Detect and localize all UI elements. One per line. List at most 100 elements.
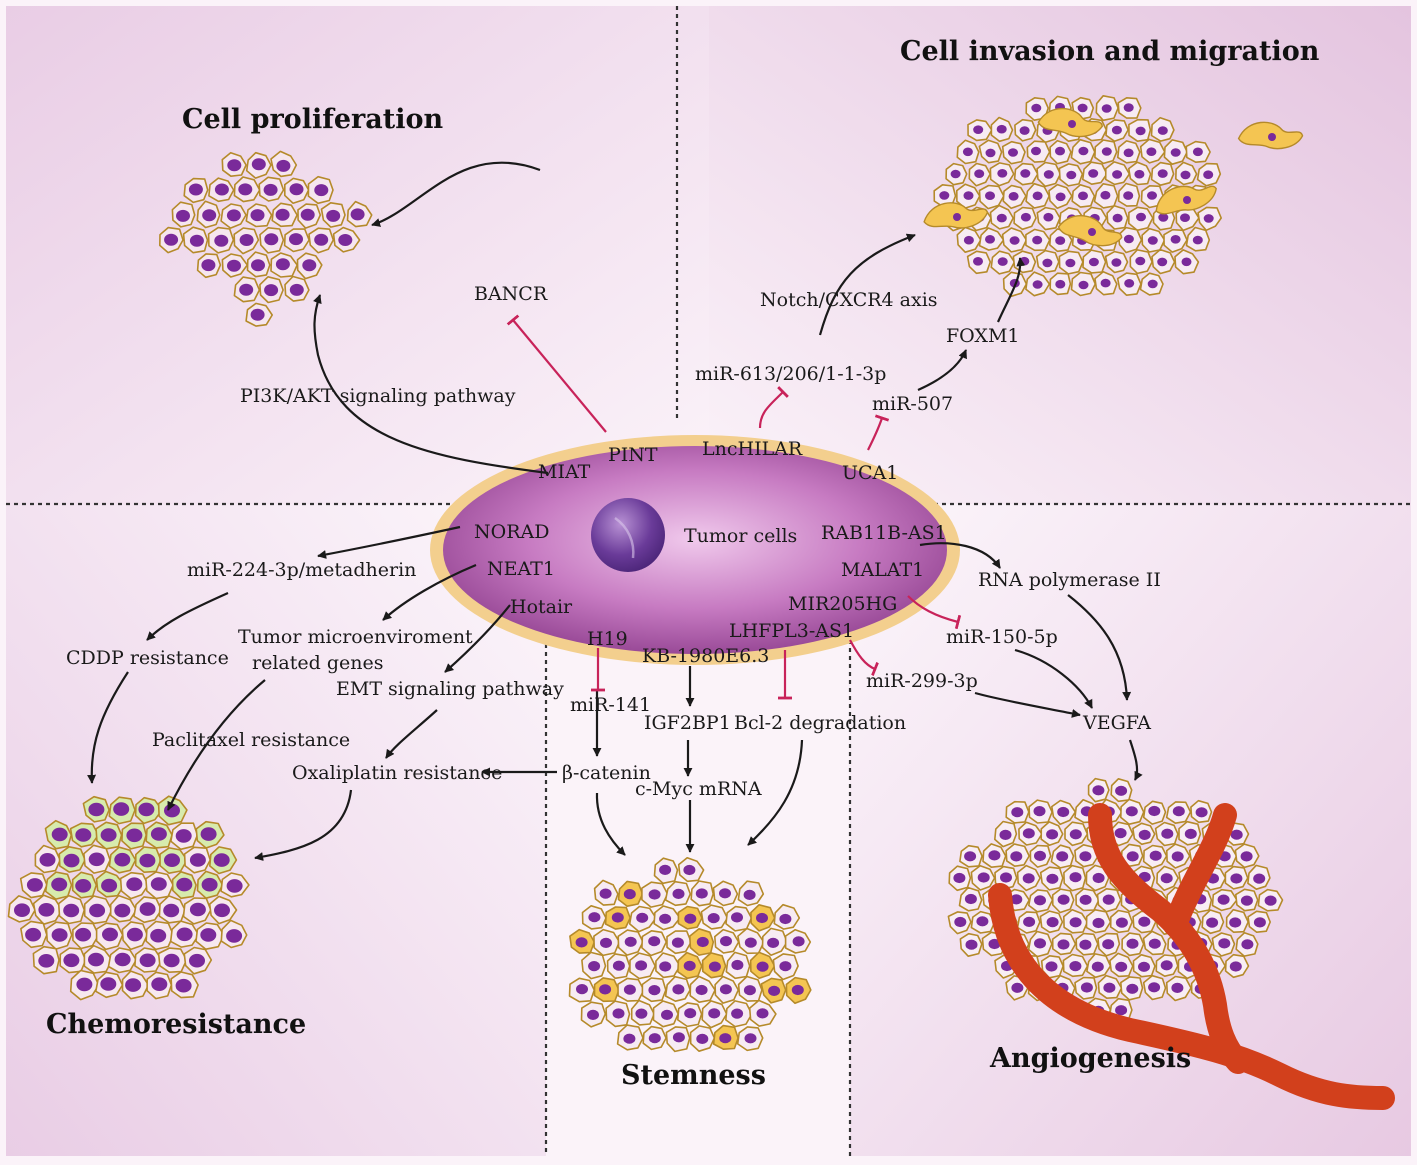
cell-nucleus <box>756 961 769 972</box>
cell-nucleus <box>201 877 218 892</box>
cell-nucleus <box>792 936 805 947</box>
cell-nucleus <box>51 877 68 892</box>
cell-nucleus <box>189 234 204 247</box>
cell-nucleus <box>1022 873 1035 884</box>
cell-nucleus <box>744 937 757 948</box>
cell-nucleus <box>314 184 329 197</box>
cell-nucleus <box>75 879 92 893</box>
cell-nucleus <box>275 258 290 271</box>
inhibition-lines <box>506 314 962 700</box>
cell-nucleus <box>1046 917 1059 928</box>
cell-nucleus <box>954 916 967 928</box>
lncrna-pint: PINT <box>608 444 658 466</box>
cell-nucleus <box>214 234 229 247</box>
cell-nucleus <box>1055 146 1065 156</box>
cell-nucleus <box>1032 280 1043 289</box>
cell-nucleus <box>1147 236 1158 245</box>
label-mir141: miR-141 <box>570 694 651 716</box>
cell-nucleus <box>671 937 684 948</box>
cell-nucleus <box>200 827 217 841</box>
cell-nucleus <box>1043 170 1054 179</box>
cell-nucleus <box>1100 278 1111 288</box>
cell-nucleus <box>139 953 156 968</box>
cell-nucleus <box>611 912 624 923</box>
lncrna-norad: NORAD <box>474 521 549 543</box>
cell-nucleus <box>1057 894 1070 905</box>
lncrna-miat: MIAT <box>538 461 591 483</box>
cell-nucleus <box>659 864 672 876</box>
cell-nucleus <box>1123 103 1134 112</box>
cell-nucleus <box>138 802 155 817</box>
activation-arrows <box>87 161 1143 862</box>
cell-nucleus <box>1123 148 1134 158</box>
cell-nucleus <box>1195 807 1208 818</box>
label-emt: EMT signaling pathway <box>336 678 564 700</box>
cell-nucleus <box>51 928 68 942</box>
cell-nucleus <box>624 936 637 947</box>
cell-nucleus <box>719 888 731 899</box>
cell-nucleus <box>708 961 721 972</box>
cell-nucleus <box>696 1033 709 1044</box>
cell-nucleus <box>1069 917 1082 928</box>
cell-nucleus <box>939 191 950 200</box>
cell-nucleus <box>988 850 1001 861</box>
cell-nucleus <box>51 827 68 842</box>
cell-nucleus <box>684 913 697 924</box>
cell-nucleus <box>743 985 756 996</box>
cell-nucleus <box>1069 961 1082 972</box>
cell-nucleus <box>719 984 732 995</box>
cell-nucleus <box>648 1033 661 1044</box>
cell-nucleus <box>1180 170 1191 180</box>
cell-nucleus <box>1124 279 1135 288</box>
proliferation-cell-cluster <box>159 150 373 327</box>
cell-nucleus <box>1115 917 1128 928</box>
cell-nucleus <box>1217 894 1230 905</box>
cell-nucleus <box>696 936 709 948</box>
cell-nucleus <box>1230 829 1243 840</box>
cell-nucleus <box>672 1032 685 1043</box>
cell-nucleus <box>188 183 203 196</box>
cell-nucleus <box>1034 850 1046 862</box>
cell-nucleus <box>1069 829 1082 840</box>
cell-nucleus <box>1138 961 1150 972</box>
cell-nucleus <box>239 234 254 246</box>
cell-nucleus <box>1158 213 1169 222</box>
title-chemoresistance: Chemoresistance <box>46 1009 306 1040</box>
cell-nucleus <box>756 1008 769 1019</box>
stemness-cell-cluster <box>568 857 812 1053</box>
cell-nucleus <box>683 864 696 876</box>
cell-nucleus <box>1057 939 1070 950</box>
cell-nucleus <box>1160 960 1173 971</box>
migrating-cells <box>923 107 1304 247</box>
cell-nucleus <box>1180 213 1190 222</box>
cell-nucleus <box>985 191 995 200</box>
cell-nucleus <box>623 1033 636 1044</box>
cell-nucleus <box>1034 895 1046 906</box>
title-angiogenesis: Angiogenesis <box>989 1043 1191 1074</box>
cell-nucleus <box>75 927 92 942</box>
cell-nucleus <box>151 977 168 991</box>
cell-nucleus <box>139 853 156 868</box>
cell-nucleus <box>176 209 190 222</box>
cell-nucleus <box>648 889 661 900</box>
cell-nucleus <box>1077 103 1088 113</box>
cell-nucleus <box>1264 895 1277 906</box>
cell-nucleus <box>648 985 661 996</box>
cell-nucleus <box>189 902 206 917</box>
cell-nucleus <box>1170 148 1181 157</box>
cell-nucleus <box>226 879 243 893</box>
title-cell-invasion: Cell invasion and migration <box>900 36 1320 67</box>
label-foxm1: FOXM1 <box>946 325 1020 347</box>
cell-nucleus <box>1115 961 1128 972</box>
cell-nucleus <box>100 977 117 991</box>
cell-nucleus <box>1103 982 1116 993</box>
cell-nucleus <box>25 927 42 942</box>
cell-nucleus <box>1008 148 1018 157</box>
cell-nucleus <box>1147 279 1158 289</box>
cell-nucleus <box>731 959 744 971</box>
cell-nucleus <box>648 936 661 947</box>
cell-nucleus <box>720 936 732 947</box>
cell-nucleus <box>996 124 1007 134</box>
cell-nucleus <box>101 878 118 893</box>
